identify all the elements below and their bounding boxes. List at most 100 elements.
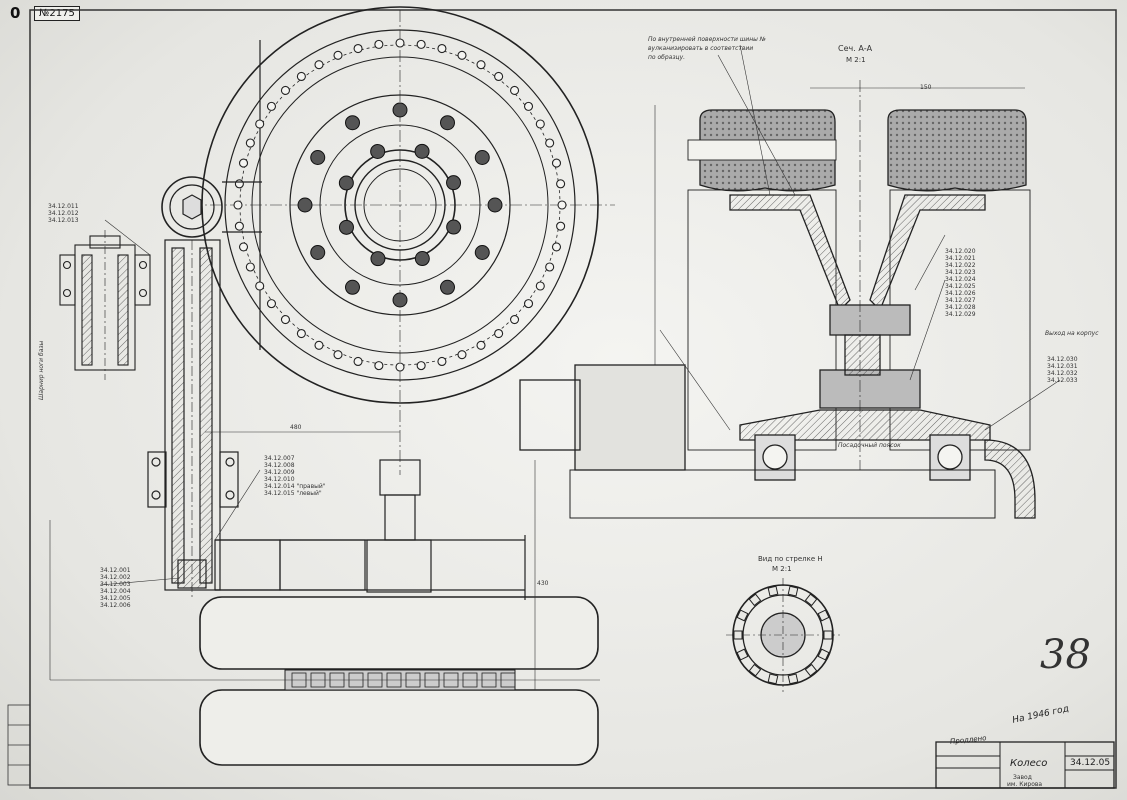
wheel-bolt-circle [297, 102, 503, 308]
callout-label: 34.12.012 [48, 210, 79, 217]
right-note: Выход на корпус [1045, 330, 1099, 337]
title-factory-1: Завод [1013, 774, 1032, 781]
rim-hole [395, 38, 405, 48]
rim-hole [556, 221, 566, 231]
spline-tooth [817, 609, 830, 622]
section-scale: М 2:1 [846, 56, 866, 64]
callout-label: 34.12.004 [100, 588, 131, 595]
rim-hole [353, 356, 363, 367]
bushing-detail-view [59, 230, 151, 380]
inner-bolt [370, 251, 386, 267]
rim-hole [374, 39, 384, 49]
rim-hole [395, 362, 405, 372]
rim-hole [296, 71, 306, 82]
spline-tooth [736, 609, 749, 622]
rim-hole [416, 39, 426, 49]
rim-hole [333, 350, 343, 360]
dim-480: 480 [290, 424, 302, 431]
inner-bolt [414, 143, 430, 159]
callout-label: 34.12.032 [1047, 370, 1078, 377]
rim-hole [476, 60, 486, 70]
rim-hole [545, 138, 555, 148]
callout-label: 34.12.025 [945, 283, 976, 290]
callout-label: 34.12.027 [945, 297, 976, 304]
inner-bolt [370, 143, 386, 159]
rim-hole [437, 43, 447, 54]
note-top-1: По внутренней поверхности шины № [648, 36, 767, 43]
rim-hole [255, 119, 265, 129]
rim-hole [523, 299, 534, 309]
view-n-detail [726, 578, 840, 692]
callout-label: 34.12.022 [945, 262, 976, 269]
hub-bolt [310, 245, 326, 260]
callout-label: 34.12.003 [100, 581, 131, 588]
rim-hole [314, 340, 324, 350]
note-top-2: вулканизировать в соответствии [648, 45, 754, 52]
view-n-scale: М 2:1 [772, 565, 792, 573]
callout-label: 34.12.026 [945, 290, 976, 297]
rim-hole [457, 350, 467, 360]
callout-label: 34.12.009 [264, 469, 295, 476]
view-n-teeth [733, 585, 833, 685]
rim-hole [266, 101, 277, 111]
rim-hole [494, 328, 504, 339]
rim-hole [551, 158, 562, 168]
hub-bolt [392, 292, 408, 308]
rim-hole [557, 200, 567, 210]
rim-hole [437, 356, 447, 367]
tire-top-view [199, 596, 599, 766]
callout-label: 34.12.010 [264, 476, 295, 483]
callout-label: 34.12.014 "правый" [264, 483, 326, 490]
rim-hole [266, 299, 277, 309]
inner-bolt [446, 175, 462, 191]
spline-tooth [767, 673, 779, 685]
spline-tooth [823, 630, 833, 640]
steering-post [366, 459, 526, 600]
rim-hole [234, 179, 244, 189]
callout-label: 34.12.006 [100, 602, 131, 609]
note-top-3: по образцу. [648, 54, 686, 61]
hub-bolt [345, 115, 360, 131]
hub-side-view [147, 176, 525, 600]
rim-hole [535, 281, 545, 291]
rim-hole [238, 242, 249, 252]
spline-tooth [748, 593, 762, 607]
callout-label: 34.12.020 [945, 248, 976, 255]
inner-bolt [338, 219, 354, 235]
callout-label: 34.12.033 [1047, 377, 1078, 384]
leader-lines [99, 44, 1061, 586]
inner-bolt [414, 251, 430, 267]
callout-label: 34.12.024 [945, 276, 976, 283]
hub-bolt [310, 150, 326, 165]
rim-hole [333, 50, 343, 60]
wheel-front-view [190, 6, 615, 475]
rim-hole [314, 60, 324, 70]
left-vertical-note: Шарнир ноги базы [38, 340, 45, 400]
title-drawing-code: 34.12.05 [1070, 758, 1111, 768]
rim-hole [510, 85, 520, 95]
callout-label: 34.12.015 "левый" [264, 490, 322, 497]
section-aa-view [519, 80, 1036, 519]
callout-label: 34.12.028 [945, 304, 976, 311]
hub-bolt [297, 197, 313, 213]
rim-hole [245, 262, 255, 272]
callout-label: 34.12.029 [945, 311, 976, 318]
rim-hole [457, 50, 467, 60]
rim-hole [280, 315, 290, 325]
title-part-name: Колесо [1010, 758, 1048, 769]
wheel-rim-holes [233, 38, 567, 372]
dim-150: 150 [920, 84, 932, 91]
rim-hole [234, 221, 244, 231]
hub-bolt [440, 279, 455, 295]
callout-label: 34.12.002 [100, 574, 131, 581]
callout-label: 34.12.013 [48, 217, 79, 224]
callout-label: 34.12.030 [1047, 356, 1078, 363]
sheet-letter: 0 [10, 4, 21, 22]
rim-hole [476, 340, 486, 350]
rim-hole [416, 361, 426, 371]
hub-note: Посадочный поясок [838, 442, 901, 449]
view-n-label: Вид по стрелке Н [758, 555, 823, 563]
spline-tooth [817, 648, 830, 661]
rim-hole [494, 71, 504, 82]
